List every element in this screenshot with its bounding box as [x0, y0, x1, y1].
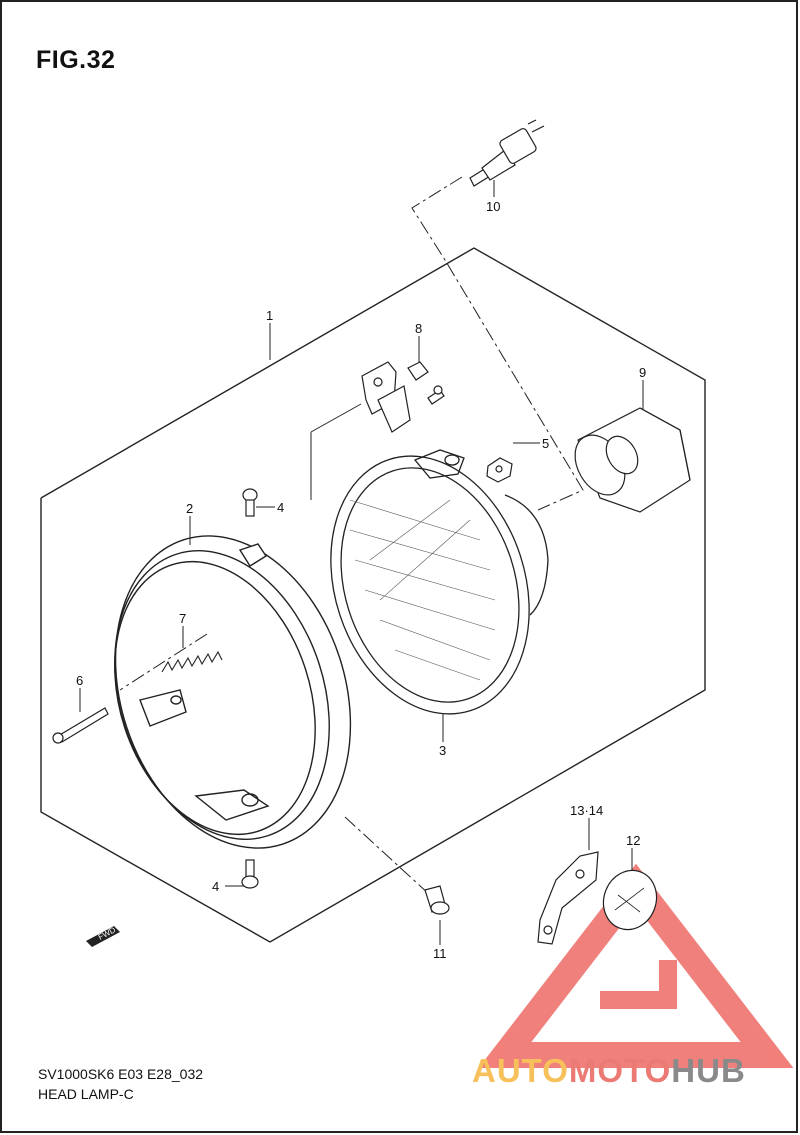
callout-label: 1	[266, 308, 273, 323]
bracket-part	[361, 361, 445, 433]
screw-11-part	[424, 885, 450, 915]
callout-label: 5	[542, 436, 549, 451]
headlamp-unit-part	[330, 449, 549, 715]
callout-label: 4	[212, 879, 219, 894]
callout-label: 6	[76, 673, 83, 688]
fwd-direction-badge: FWD	[86, 925, 120, 947]
watermark-moto: MOTO	[568, 1052, 672, 1089]
socket-cover-part	[574, 407, 691, 513]
screw-parts	[241, 488, 259, 889]
watermark-auto: AUTO	[472, 1052, 569, 1089]
spring-part	[161, 650, 223, 673]
watermark-text: AUTOMOTOHUB	[472, 1052, 746, 1090]
label-12-part	[602, 869, 658, 931]
adjusting-screw-part	[52, 707, 109, 744]
figure-title: FIG.32	[36, 46, 116, 74]
nut-part	[486, 457, 513, 483]
callout-label: 7	[179, 611, 186, 626]
callout-label: 4	[277, 500, 284, 515]
callout-label: 10	[486, 199, 500, 214]
assembly-outline	[40, 247, 706, 943]
callout-label: 2	[186, 501, 193, 516]
callout-label: 13·14	[570, 803, 603, 818]
callout-labels: 1 2 3 4 4 5 6 7 8 9 10 11 12 13·14	[76, 199, 646, 961]
callout-label: 12	[626, 833, 640, 848]
figure-code: SV1000SK6 E03 E28_032	[38, 1066, 204, 1082]
watermark-logo	[478, 863, 794, 1068]
headlamp-rim-part	[114, 535, 352, 849]
callout-label: 3	[439, 743, 446, 758]
figure-name: HEAD LAMP-C	[38, 1086, 134, 1102]
bulb-part	[469, 119, 545, 187]
leader-lines	[119, 176, 584, 896]
callout-label: 11	[433, 946, 447, 961]
watermark-hub: HUB	[671, 1052, 746, 1089]
bracket-13-14-part	[537, 851, 599, 945]
callout-label: 9	[639, 365, 646, 380]
callout-leaders	[79, 180, 644, 945]
callout-label: 8	[415, 321, 422, 336]
